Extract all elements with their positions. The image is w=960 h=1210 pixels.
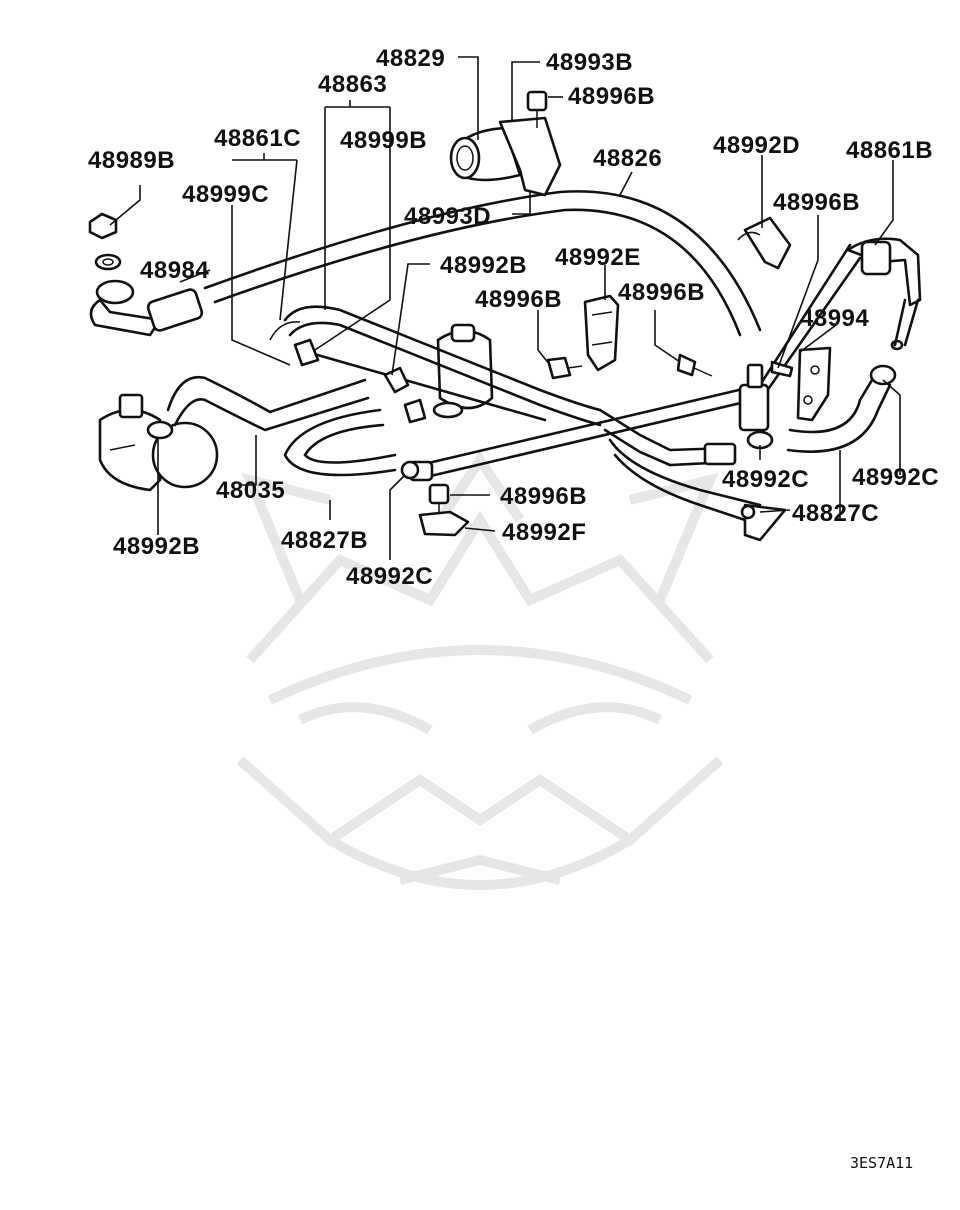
label-48827C: 48827C (792, 500, 879, 527)
label-48994: 48994 (800, 305, 869, 332)
label-48863: 48863 (318, 71, 387, 98)
label-48826: 48826 (593, 145, 662, 172)
label-48993B: 48993B (546, 49, 633, 76)
label-48992F: 48992F (502, 519, 586, 546)
label-48996B-top: 48996B (568, 83, 655, 110)
leader-lines (109, 56, 901, 560)
label-48035: 48035 (216, 477, 285, 504)
diagram-code: 3ES7A11 (850, 1154, 913, 1172)
hose-assembly-drawing (88, 90, 922, 542)
label-48829: 48829 (376, 45, 445, 72)
label-48996B-low: 48996B (500, 483, 587, 510)
label-48984: 48984 (140, 257, 209, 284)
label-48861C: 48861C (214, 125, 301, 152)
bolt-48996B-left (546, 356, 572, 380)
bolt-48996B-center (676, 353, 697, 377)
label-48827B: 48827B (281, 527, 368, 554)
label-48999C: 48999C (182, 181, 269, 208)
part-labels: 48829 48993B 48996B 48863 48861C 48999B … (88, 45, 939, 590)
label-48996B-center: 48996B (618, 279, 705, 306)
label-48992B-mid: 48992B (440, 252, 527, 279)
label-48993D: 48993D (404, 203, 491, 230)
label-48992C-right: 48992C (722, 466, 809, 493)
label-48989B: 48989B (88, 147, 175, 174)
label-48992E: 48992E (555, 244, 641, 271)
nut-48989B (88, 212, 118, 240)
label-48992C-low: 48992C (346, 563, 433, 590)
label-48992C-far: 48992C (852, 464, 939, 491)
watermark-logo (236, 450, 724, 890)
label-48996B-right: 48996B (773, 189, 860, 216)
label-48992B-left: 48992B (113, 533, 200, 560)
label-48992D: 48992D (713, 132, 800, 159)
label-48996B-left: 48996B (475, 286, 562, 313)
label-48861B: 48861B (846, 137, 933, 164)
label-48999B: 48999B (340, 127, 427, 154)
